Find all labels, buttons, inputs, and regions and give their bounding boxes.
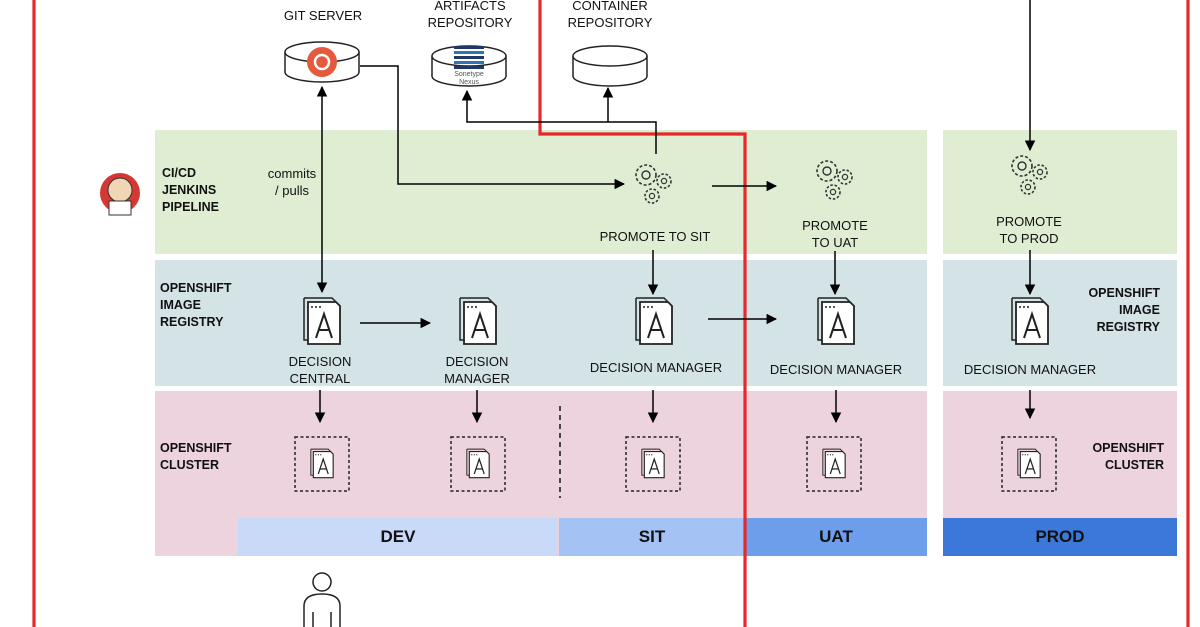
app-image-icon-uat bbox=[817, 297, 855, 345]
env-prod: PROD bbox=[943, 518, 1177, 556]
boundary-lines bbox=[32, 0, 1190, 627]
container-repository-label: CONTAINER REPOSITORY bbox=[567, 0, 653, 30]
registry-band-prod bbox=[943, 260, 1177, 386]
git-server-label: GIT SERVER bbox=[283, 8, 363, 23]
pod-icon-central bbox=[294, 436, 350, 492]
cicd-band-prod bbox=[943, 130, 1177, 254]
row-label-cluster: OPENSHIFT CLUSTER bbox=[160, 441, 232, 472]
env-dev: DEV bbox=[238, 518, 558, 556]
row-label-cluster-prod: OPENSHIFT CLUSTER bbox=[1092, 441, 1164, 472]
git-server-icon bbox=[284, 41, 360, 83]
cluster-band-prod bbox=[943, 391, 1177, 518]
cicd-band bbox=[155, 130, 927, 254]
flow-arrows bbox=[314, 0, 1036, 424]
gear-icon-sit bbox=[635, 164, 672, 204]
app-image-icon-dev bbox=[459, 297, 497, 345]
prod-decision-manager-label: DECISION MANAGER bbox=[963, 362, 1097, 377]
app-image-icon-central bbox=[303, 297, 341, 345]
artifacts-repository-label: ARTIFACTS REPOSITORY bbox=[427, 0, 513, 30]
pod-icon-sit bbox=[625, 436, 681, 492]
gear-icon-uat bbox=[816, 160, 853, 200]
promote-to-uat-label: PROMOTE TO UAT bbox=[802, 218, 868, 250]
row-label-registry: OPENSHIFT IMAGE REGISTRY bbox=[160, 281, 232, 329]
pod-icon-prod bbox=[1001, 436, 1057, 492]
commits-pulls-label: commits / pulls bbox=[267, 166, 317, 198]
decision-central-label: DECISION CENTRAL bbox=[288, 354, 352, 386]
app-image-icon-sit bbox=[635, 297, 673, 345]
jenkins-icon bbox=[100, 173, 140, 216]
artifacts-repository-icon bbox=[431, 45, 507, 87]
row-label-registry-prod: OPENSHIFT IMAGE REGISTRY bbox=[1088, 286, 1160, 334]
pod-icon-uat bbox=[806, 436, 862, 492]
sit-decision-manager-label: DECISION MANAGER bbox=[589, 360, 723, 375]
nexus-logo-text: Sonetype Nexus bbox=[454, 71, 484, 86]
dev-decision-manager-label: DECISION MANAGER bbox=[444, 354, 510, 386]
registry-band bbox=[155, 260, 927, 386]
person-icon bbox=[303, 572, 341, 627]
row-label-cicd: CI/CD JENKINS PIPELINE bbox=[162, 166, 219, 214]
gear-icon-prod bbox=[1011, 155, 1048, 195]
promote-to-prod-label: PROMOTE TO PROD bbox=[996, 214, 1062, 246]
uat-decision-manager-label: DECISION MANAGER bbox=[769, 362, 903, 377]
promote-to-sit-label: PROMOTE TO SIT bbox=[599, 229, 711, 244]
pod-icon-dev bbox=[450, 436, 506, 492]
env-sit: SIT bbox=[559, 518, 745, 556]
env-uat: UAT bbox=[745, 518, 927, 556]
container-repository-icon bbox=[572, 45, 648, 87]
app-image-icon-prod bbox=[1011, 297, 1049, 345]
